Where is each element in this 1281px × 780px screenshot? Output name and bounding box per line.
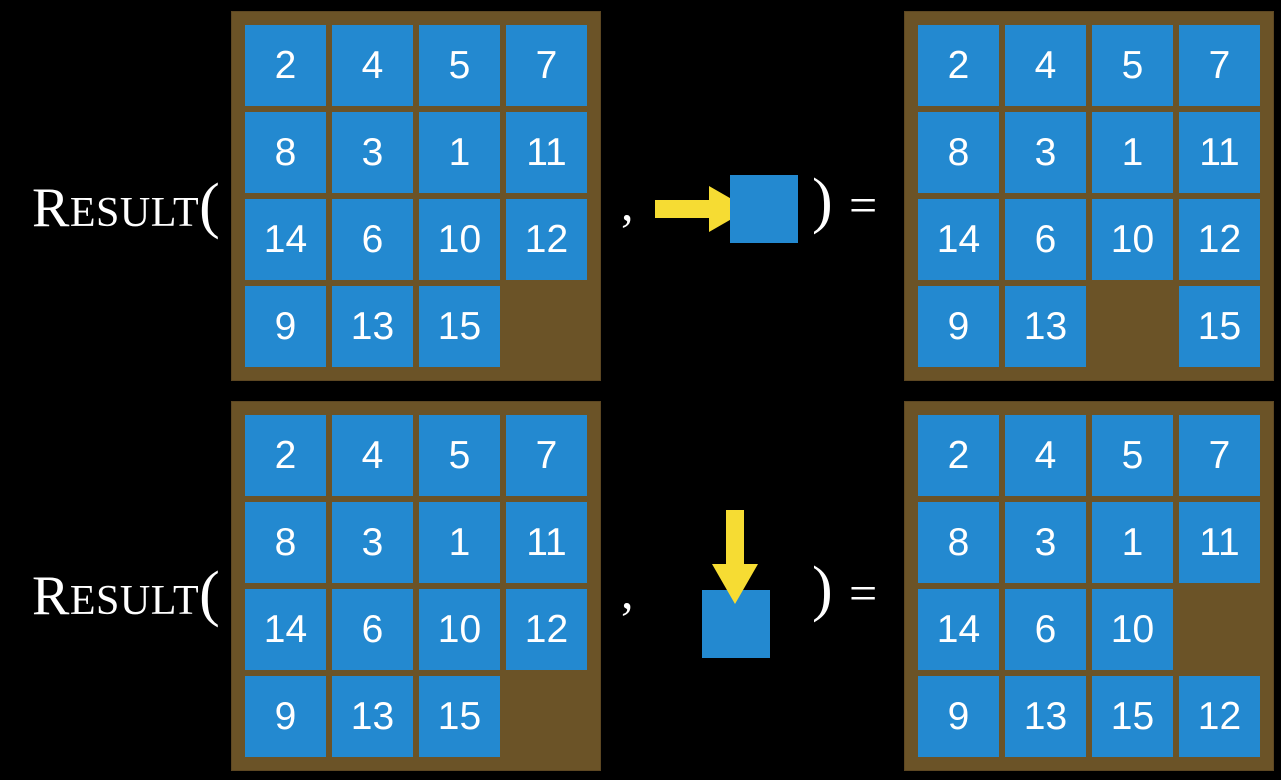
tile[interactable]: 12 (1179, 676, 1260, 757)
tile[interactable]: 14 (245, 589, 326, 670)
result-label-body: ESULT (69, 190, 200, 236)
equals-sign-row1: = (849, 177, 878, 233)
tile[interactable]: 11 (1179, 502, 1260, 583)
tile[interactable]: 8 (918, 112, 999, 193)
input-board-row2: 2 4 5 7 8 3 1 11 14 6 10 12 9 13 15 (232, 402, 600, 770)
tile[interactable]: 13 (332, 286, 413, 367)
tile[interactable]: 11 (506, 112, 587, 193)
tile[interactable]: 4 (332, 415, 413, 496)
tile[interactable]: 9 (918, 286, 999, 367)
tile[interactable]: 3 (332, 112, 413, 193)
comma-separator-row1: , (621, 175, 634, 231)
tile[interactable]: 15 (419, 286, 500, 367)
close-paren-row1: ) (812, 167, 833, 235)
tile[interactable]: 7 (1179, 25, 1260, 106)
tile[interactable]: 11 (506, 502, 587, 583)
tile[interactable]: 13 (1005, 676, 1086, 757)
input-board-row2-grid: 2 4 5 7 8 3 1 11 14 6 10 12 9 13 15 (245, 415, 587, 757)
tile[interactable]: 7 (506, 25, 587, 106)
tile[interactable]: 6 (1005, 199, 1086, 280)
tile[interactable]: 12 (506, 589, 587, 670)
tile[interactable]: 8 (245, 112, 326, 193)
tile-empty-slot[interactable] (1179, 589, 1260, 670)
result-label-body: ESULT (69, 578, 200, 624)
tile[interactable]: 15 (1179, 286, 1260, 367)
open-paren: ( (199, 560, 221, 628)
tile[interactable]: 1 (1092, 502, 1173, 583)
tile[interactable]: 9 (918, 676, 999, 757)
tile[interactable]: 14 (918, 199, 999, 280)
tile-empty-slot[interactable] (506, 676, 587, 757)
tile[interactable]: 9 (245, 286, 326, 367)
tile[interactable]: 13 (1005, 286, 1086, 367)
tile[interactable]: 11 (1179, 112, 1260, 193)
output-board-row1: 2 4 5 7 8 3 1 11 14 6 10 12 9 13 15 (905, 12, 1273, 380)
tile[interactable]: 13 (332, 676, 413, 757)
tile[interactable]: 15 (419, 676, 500, 757)
input-board-row1-grid: 2 4 5 7 8 3 1 11 14 6 10 12 9 13 15 (245, 25, 587, 367)
open-paren: ( (199, 172, 221, 240)
tile[interactable]: 10 (1092, 589, 1173, 670)
tile[interactable]: 1 (1092, 112, 1173, 193)
tile[interactable]: 12 (506, 199, 587, 280)
tile[interactable]: 2 (245, 25, 326, 106)
tile[interactable]: 7 (506, 415, 587, 496)
tile-empty-slot[interactable] (506, 286, 587, 367)
tile[interactable]: 2 (918, 25, 999, 106)
tile[interactable]: 8 (245, 502, 326, 583)
output-board-row2: 2 4 5 7 8 3 1 11 14 6 10 9 13 15 12 (905, 402, 1273, 770)
result-label-initial: R (32, 177, 70, 239)
tile[interactable]: 7 (1179, 415, 1260, 496)
tile[interactable]: 15 (1092, 676, 1173, 757)
output-board-row2-grid: 2 4 5 7 8 3 1 11 14 6 10 9 13 15 12 (918, 415, 1260, 757)
tile[interactable]: 1 (419, 502, 500, 583)
tile[interactable]: 10 (1092, 199, 1173, 280)
result-label-initial: R (32, 565, 70, 627)
tile-empty-slot[interactable] (1092, 286, 1173, 367)
tile[interactable]: 3 (332, 502, 413, 583)
tile[interactable]: 2 (918, 415, 999, 496)
tile[interactable]: 1 (419, 112, 500, 193)
tile[interactable]: 6 (332, 199, 413, 280)
result-label-row1-cap: RESULT( (32, 175, 220, 239)
arrow-right-icon (655, 186, 750, 232)
output-board-row1-grid: 2 4 5 7 8 3 1 11 14 6 10 12 9 13 15 (918, 25, 1260, 367)
input-board-row1: 2 4 5 7 8 3 1 11 14 6 10 12 9 13 15 (232, 12, 600, 380)
comma-separator-row2: , (621, 563, 634, 619)
close-paren-row2: ) (812, 555, 833, 623)
result-label-row1: RESULT( (32, 175, 220, 237)
tile[interactable]: 5 (419, 25, 500, 106)
result-label-row2: RESULT( (32, 563, 220, 625)
tile[interactable]: 5 (419, 415, 500, 496)
move-target-tile-row1[interactable] (730, 175, 798, 243)
tile[interactable]: 6 (1005, 589, 1086, 670)
tile[interactable]: 3 (1005, 112, 1086, 193)
tile[interactable]: 14 (918, 589, 999, 670)
tile[interactable]: 4 (332, 25, 413, 106)
tile[interactable]: 8 (918, 502, 999, 583)
tile[interactable]: 10 (419, 199, 500, 280)
tile[interactable]: 2 (245, 415, 326, 496)
tile[interactable]: 5 (1092, 25, 1173, 106)
tile[interactable]: 14 (245, 199, 326, 280)
equals-sign-row2: = (849, 565, 878, 621)
tile[interactable]: 10 (419, 589, 500, 670)
tile[interactable]: 5 (1092, 415, 1173, 496)
result-label-row2-cap: RESULT( (32, 563, 220, 627)
arrow-down-icon (712, 510, 758, 605)
tile[interactable]: 4 (1005, 415, 1086, 496)
tile[interactable]: 12 (1179, 199, 1260, 280)
tile[interactable]: 4 (1005, 25, 1086, 106)
tile[interactable]: 9 (245, 676, 326, 757)
tile[interactable]: 6 (332, 589, 413, 670)
tile[interactable]: 3 (1005, 502, 1086, 583)
